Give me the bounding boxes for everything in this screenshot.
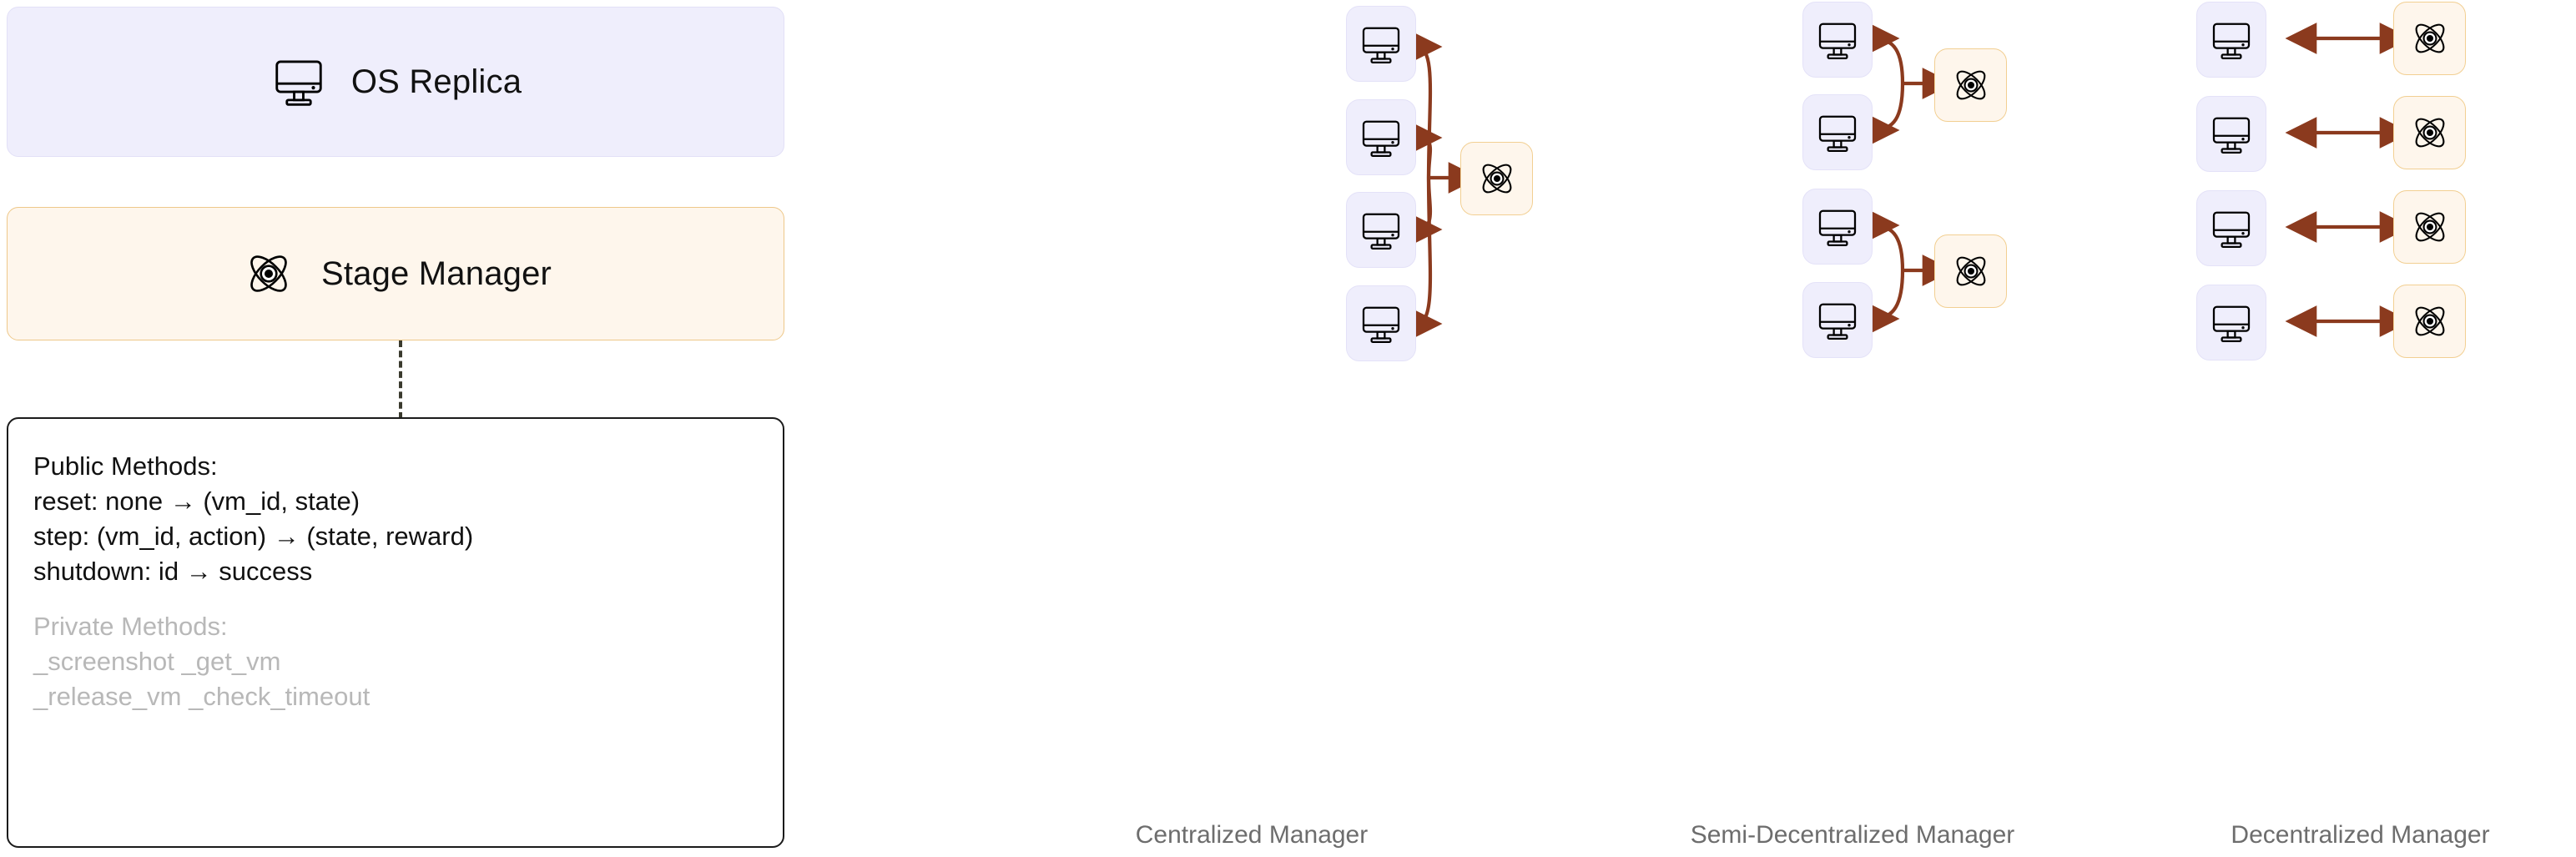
diagram-caption: Centralized Manager <box>1135 821 1369 849</box>
vm-node[interactable] <box>1346 6 1416 82</box>
manager-node[interactable] <box>2393 96 2466 169</box>
monitor-icon <box>2212 23 2251 59</box>
dashed-connector <box>399 340 402 419</box>
diagram-decentralized: Decentralized Manager <box>2145 0 2576 857</box>
public-method-item: shutdown: id → success <box>33 557 313 586</box>
diagram-semi-decentralized: Semi-Decentralized Manager <box>1560 0 2145 857</box>
atom-icon <box>2415 306 2444 336</box>
vm-node[interactable] <box>1346 99 1416 175</box>
vm-node[interactable] <box>2196 285 2266 360</box>
manager-node[interactable] <box>2393 190 2466 264</box>
monitor-icon <box>1818 303 1857 340</box>
atom-icon <box>1956 256 1985 286</box>
public-method-item: reset: none → (vm_id, state) <box>33 486 360 516</box>
private-method-item: _release_vm _check_timeout <box>33 682 371 711</box>
manager-node[interactable] <box>2393 2 2466 75</box>
vm-node[interactable] <box>2196 190 2266 266</box>
manager-node[interactable] <box>2393 285 2466 358</box>
methods-spacer <box>33 589 758 609</box>
monitor-icon <box>1362 27 1400 63</box>
public-method-item: step: (vm_id, action) → (state, reward) <box>33 522 474 551</box>
atom-icon <box>1956 70 1985 100</box>
diagram-caption: Semi-Decentralized Manager <box>1690 821 2015 849</box>
monitor-icon <box>2212 305 2251 342</box>
vm-node[interactable] <box>2196 96 2266 172</box>
manager-node[interactable] <box>1934 234 2007 308</box>
vm-node[interactable] <box>1802 2 1873 78</box>
monitor-icon <box>1818 209 1857 246</box>
monitor-icon <box>270 53 328 111</box>
private-method-item: _screenshot _get_vm <box>33 647 281 676</box>
vm-node[interactable] <box>1802 94 1873 170</box>
monitor-icon <box>2212 117 2251 154</box>
stage-manager-card: Stage Manager <box>7 207 784 340</box>
monitor-icon <box>2212 211 2251 248</box>
vm-node[interactable] <box>1802 189 1873 265</box>
os-replica-card: OS Replica <box>7 7 784 157</box>
monitor-icon <box>1362 306 1400 343</box>
monitor-icon <box>1818 23 1857 59</box>
private-methods-heading: Private Methods: <box>33 612 228 641</box>
monitor-icon <box>1818 115 1857 152</box>
stage-manager-label: Stage Manager <box>320 255 552 292</box>
atom-icon <box>2415 118 2444 148</box>
diagram-caption: Decentralized Manager <box>2231 821 2490 849</box>
monitor-icon <box>1362 213 1400 250</box>
os-replica-label: OS Replica <box>350 63 522 100</box>
manager-node[interactable] <box>1934 48 2007 122</box>
atom-icon <box>1482 164 1511 194</box>
atom-icon <box>239 244 298 303</box>
atom-icon <box>2415 212 2444 242</box>
diagram-centralized: Centralized Manager <box>960 0 1544 857</box>
vm-node[interactable] <box>1802 282 1873 358</box>
vm-node[interactable] <box>1346 192 1416 268</box>
vm-node[interactable] <box>1346 285 1416 361</box>
monitor-icon <box>1362 120 1400 157</box>
atom-icon <box>2415 23 2444 53</box>
centralized-arrows <box>1410 31 1480 340</box>
methods-card: Public Methods: reset: none → (vm_id, st… <box>7 417 784 848</box>
public-methods-heading: Public Methods: <box>33 451 218 481</box>
vm-node[interactable] <box>2196 2 2266 78</box>
manager-node[interactable] <box>1460 142 1533 215</box>
